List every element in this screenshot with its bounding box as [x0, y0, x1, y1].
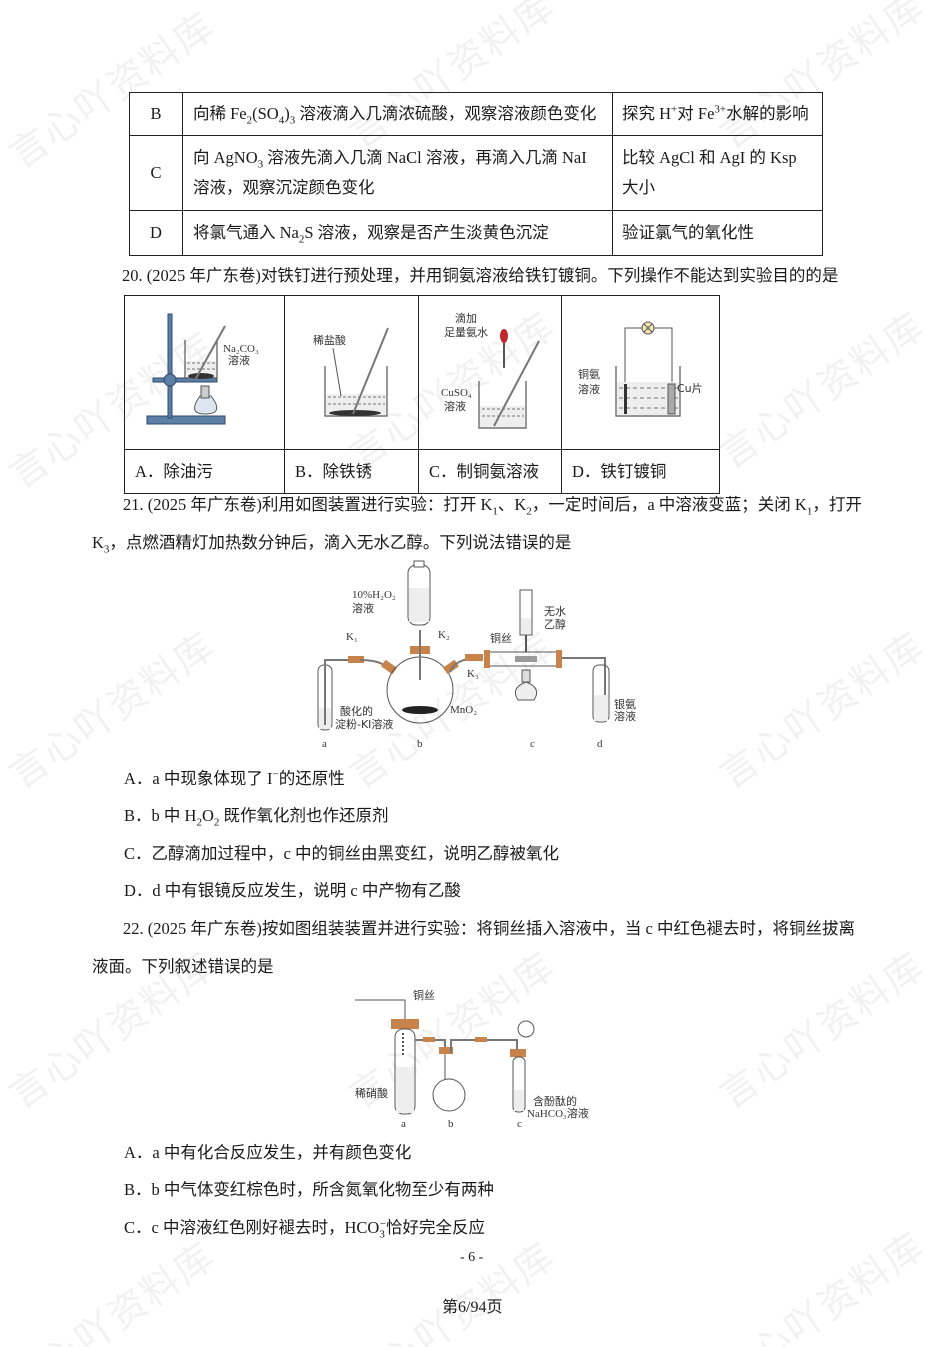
- question-21-stem: 21. (2025 年广东卷)利用如图装置进行实验：打开 K1、K2，一定时间后…: [92, 495, 862, 556]
- svg-text:a: a: [401, 1118, 406, 1130]
- figure-b-cell: 稀盐酸: [284, 295, 419, 450]
- aim-cell: 验证氯气的氧化性: [612, 210, 823, 256]
- svg-text:溶液: 溶液: [228, 353, 250, 367]
- svg-text:乙醇: 乙醇: [544, 617, 566, 631]
- question-22-option-c: C．c 中溶液红色刚好褪去时，HCO3−恰好完全反应: [124, 1217, 486, 1241]
- svg-text:溶液: 溶液: [578, 382, 600, 396]
- svg-text:b: b: [448, 1118, 454, 1130]
- question-22-option-a: A．a 中有化合反应发生，并有颜色变化: [124, 1143, 412, 1162]
- option-d-caption: D．铁钉镀铜: [561, 449, 720, 494]
- copper-plating-figure: 铜氨 溶液 Cu片: [578, 321, 703, 417]
- svg-text:10%H₂O₂: 10%H₂O₂: [352, 589, 396, 601]
- svg-text:b: b: [417, 738, 423, 750]
- aim-cell: 探究 H+对 Fe3+水解的影响: [612, 92, 823, 136]
- svg-text:a: a: [322, 738, 327, 750]
- svg-text:酸化的: 酸化的: [340, 704, 373, 718]
- option-a-caption: A．除油污: [124, 449, 285, 494]
- aim-cell: 比较 AgCl 和 AgI 的 Ksp 大小: [612, 135, 823, 211]
- table-row: B 向稀 Fe2(SO4)3 溶液滴入几滴浓硫酸，观察溶液颜色变化 探究 H+对…: [129, 92, 823, 136]
- copper-ammonia-preparation-figure: 滴加 足量氨水 CuSO₄ 溶液: [441, 311, 540, 429]
- question-21-option-a: A．a 中现象体现了 I−的还原性: [124, 768, 345, 788]
- svg-text:c: c: [530, 738, 535, 750]
- svg-text:铜丝: 铜丝: [413, 988, 435, 1002]
- svg-text:Cu片: Cu片: [677, 382, 703, 395]
- operation-cell: 向 AgNO3 溶液先滴入几滴 NaCl 溶液，再滴入几滴 NaI 溶液，观察沉…: [182, 135, 613, 211]
- row-label: C: [129, 135, 183, 211]
- degreasing-apparatus-figure: Na₂CO₃ 溶液: [146, 313, 259, 425]
- svg-text:稀盐酸: 稀盐酸: [313, 333, 346, 347]
- operation-cell: 向稀 Fe2(SO4)3 溶液滴入几滴浓硫酸，观察溶液颜色变化: [182, 92, 613, 136]
- svg-text:稀硝酸: 稀硝酸: [355, 1086, 388, 1100]
- svg-text:MnO₂: MnO₂: [450, 704, 477, 716]
- page-count: 第6/94页: [442, 1299, 503, 1316]
- question-20-figure-table: Na₂CO₃ 溶液 稀盐酸 滴加 足量氨水: [124, 295, 720, 494]
- svg-text:银氨: 银氨: [614, 697, 636, 711]
- table-row: C 向 AgNO3 溶液先滴入几滴 NaCl 溶液，再滴入几滴 NaI 溶液，观…: [129, 135, 823, 211]
- svg-text:足量氨水: 足量氨水: [444, 326, 488, 339]
- figure-d-cell: 铜氨 溶液 Cu片: [561, 295, 720, 450]
- svg-text:溶液: 溶液: [444, 399, 466, 413]
- svg-text:NaHCO₃溶液: NaHCO₃溶液: [527, 1106, 589, 1120]
- svg-text:d: d: [597, 738, 603, 750]
- figure-a-cell: Na₂CO₃ 溶液: [124, 295, 285, 450]
- svg-text:含酚酞的: 含酚酞的: [533, 1094, 577, 1108]
- svg-text:CuSO₄: CuSO₄: [441, 387, 472, 399]
- row-label: B: [129, 92, 183, 136]
- question-22-stem: 22. (2025 年广东卷)按如图组装装置并进行实验：将铜丝插入溶液中，当 c…: [92, 919, 855, 976]
- experiment-table: B 向稀 Fe2(SO4)3 溶液滴入几滴浓硫酸，观察溶液颜色变化 探究 H+对…: [129, 92, 823, 256]
- figure-c-cell: 滴加 足量氨水 CuSO₄ 溶液: [418, 295, 562, 450]
- operation-cell: 将氯气通入 Na2S 溶液，观察是否产生淡黄色沉淀: [182, 210, 613, 256]
- question-21-option-c: C．乙醇滴加过程中，c 中的铜丝由黑变红，说明乙醇被氧化: [124, 844, 559, 863]
- row-label: D: [129, 210, 183, 256]
- svg-text:Na₂CO₃: Na₂CO₃: [223, 343, 259, 355]
- svg-text:溶液: 溶液: [614, 709, 636, 723]
- question-21-option-d: D．d 中有银镜反应发生，说明 c 中产物有乙酸: [124, 881, 461, 900]
- option-b-caption: B．除铁锈: [284, 449, 419, 494]
- svg-text:溶液: 溶液: [352, 601, 374, 615]
- question-21-apparatus-figure: K₁ 酸化的 淀粉-KI溶液 10%H₂O₂ 溶液 K₂ MnO₂ K₃ 无水 …: [317, 560, 636, 750]
- svg-text:c: c: [517, 1118, 522, 1130]
- question-20-stem: 20. (2025 年广东卷)对铁钉进行预处理，并用铜氨溶液给铁钉镀铜。下列操作…: [122, 266, 839, 285]
- svg-text:淀粉-KI溶液: 淀粉-KI溶液: [335, 717, 393, 731]
- svg-text:K₂: K₂: [438, 629, 450, 641]
- svg-text:无水: 无水: [544, 605, 566, 618]
- svg-text:K₃: K₃: [467, 668, 479, 680]
- svg-text:铜氨: 铜氨: [578, 367, 600, 381]
- svg-text:K₁: K₁: [346, 631, 358, 643]
- question-21-option-b: B．b 中 H2O2 既作氧化剂也作还原剂: [124, 806, 389, 829]
- question-22-apparatus-figure: 铜丝 稀硝酸 含酚酞的 NaHCO₃溶液 a b c: [355, 988, 589, 1130]
- table-row: D 将氯气通入 Na2S 溶液，观察是否产生淡黄色沉淀 验证氯气的氧化性: [129, 210, 823, 256]
- svg-text:滴加: 滴加: [455, 311, 477, 325]
- page-number: - 6 -: [460, 1250, 484, 1265]
- option-c-caption: C．制铜氨溶液: [418, 449, 562, 494]
- question-22-option-b: B．b 中气体变红棕色时，所含氮氧化物至少有两种: [124, 1180, 494, 1199]
- rust-removal-figure: 稀盐酸: [313, 327, 389, 417]
- svg-text:铜丝: 铜丝: [490, 631, 512, 645]
